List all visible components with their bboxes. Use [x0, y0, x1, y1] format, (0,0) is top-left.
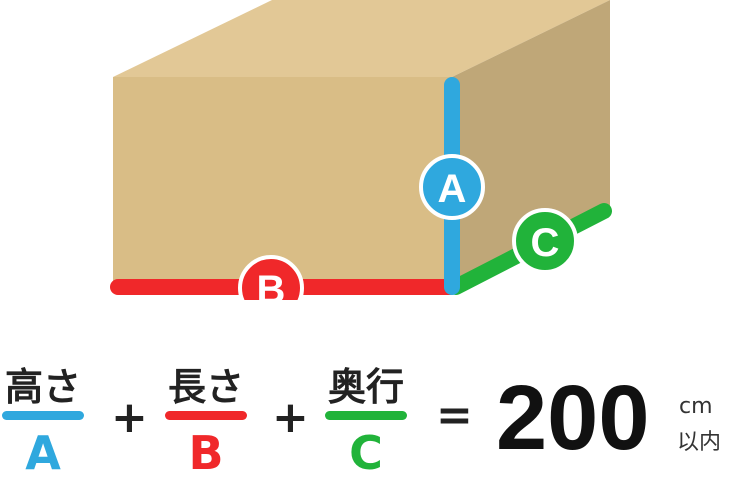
plus-sign-1: +	[111, 392, 148, 443]
marker-c: C	[512, 208, 578, 274]
total-value: 200	[496, 367, 650, 469]
term-depth-bar	[325, 411, 407, 420]
term-length-label: 長さ	[167, 365, 244, 409]
unit-label: cm	[679, 394, 713, 419]
unit-note: 以内	[677, 430, 722, 455]
box-top-face	[113, 0, 610, 77]
box-front-face	[113, 77, 452, 287]
box-side-face	[452, 0, 610, 287]
marker-c-letter: C	[531, 221, 560, 265]
term-height-label: 高さ	[4, 365, 81, 409]
term-depth-letter: C	[349, 426, 383, 480]
term-length-letter: B	[188, 426, 224, 480]
marker-a: A	[419, 154, 485, 220]
marker-b-letter: B	[257, 268, 286, 300]
marker-a-letter: A	[438, 167, 467, 211]
term-length-bar	[165, 411, 247, 420]
box-diagram: A B C	[110, 0, 612, 300]
term-height-letter: A	[25, 426, 61, 480]
term-height-bar	[2, 411, 84, 420]
marker-b: B	[238, 255, 304, 300]
equals-sign: =	[436, 390, 473, 441]
term-depth-label: 奥行	[327, 365, 404, 409]
plus-sign-2: +	[272, 392, 309, 443]
